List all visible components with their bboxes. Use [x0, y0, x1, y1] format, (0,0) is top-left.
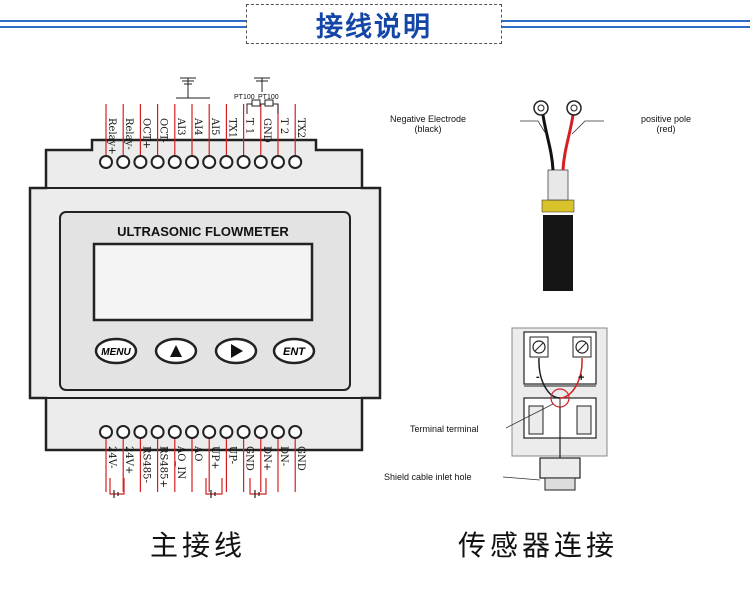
top-terminal-label: TX2: [295, 118, 306, 138]
ent-button[interactable]: ENT: [272, 337, 316, 365]
bottom-terminal-terminal: [253, 425, 268, 439]
ent-button-label: ENT: [283, 346, 306, 358]
bottom-terminal-terminal: [236, 425, 251, 439]
pt100-resistors: [246, 77, 279, 114]
sensor-body: [543, 215, 573, 291]
top-terminal-terminal: [116, 155, 131, 169]
top-terminal-label: OCT-: [158, 118, 169, 143]
right-arrow-icon: [231, 344, 243, 358]
top-terminal-terminal: [99, 155, 113, 169]
right-button[interactable]: [214, 337, 258, 365]
top-terminal-label: AI3: [175, 117, 186, 136]
top-terminal-terminal: [271, 155, 285, 169]
bottom-terminal-label: GND: [295, 446, 306, 471]
sensor-connection-caption: 传感器连接: [458, 529, 619, 562]
bottom-terminal-terminal: [116, 425, 131, 439]
top-terminal-label: Relay+: [106, 118, 117, 155]
top-terminal-label: GND: [261, 118, 272, 143]
negative-electrode-label: Negative Electrode: [390, 114, 466, 124]
bottom-terminal-label: AO: [192, 445, 203, 461]
bottom-terminal-label: DN+: [261, 446, 272, 471]
page-title: 接线说明: [246, 4, 502, 44]
lcd-screen: [92, 242, 314, 322]
bottom-terminal-label: 24V-: [106, 446, 117, 468]
bottom-terminal-terminal: [99, 425, 113, 439]
top-terminal-label: AI4: [192, 117, 203, 136]
bottom-terminal-terminal: [271, 425, 285, 439]
shield-label: Shield cable inlet hole: [384, 472, 472, 482]
bottom-terminal-label: DN-: [278, 446, 289, 466]
top-terminal-label: TX1: [226, 118, 237, 138]
terminal-label: Terminal terminal: [410, 424, 479, 434]
pt100-label-left: PT100: [234, 94, 255, 101]
pt100-label-right: PT100: [258, 94, 279, 101]
sensor-cable: [520, 100, 604, 291]
top-terminal-terminal: [167, 155, 182, 169]
top-terminal-terminal: [133, 155, 148, 169]
main-wiring-caption: 主接线: [150, 529, 247, 562]
negative-electrode-sub: (black): [414, 124, 441, 134]
bottom-terminal-terminal: [185, 425, 199, 439]
up-arrow-icon: [170, 345, 182, 357]
top-terminal-label: Relay-: [123, 118, 134, 150]
bottom-terminal-terminal: [288, 425, 303, 439]
positive-pole-label: positive pole: [641, 114, 691, 124]
bottom-terminal-label: 24V+: [123, 446, 134, 474]
sensor-yellow-band: [541, 199, 575, 213]
positive-pole-sub: (red): [656, 124, 675, 134]
bottom-terminal-label: GND: [244, 446, 255, 471]
terminal-plus: +: [578, 372, 584, 384]
top-terminal-terminal: [219, 155, 234, 169]
top-terminal-label: OCT+: [140, 118, 151, 149]
bottom-terminal-row: 24V- 24V+ RS485- RS485+ AO_IN AO UP+ UP- GND DN+ D…: [99, 425, 306, 492]
bottom-terminal-label: RS485-: [140, 446, 151, 483]
top-terminal-label: T 1: [244, 118, 255, 134]
bottom-terminal-terminal: [133, 425, 148, 439]
top-terminal-terminal: [253, 155, 268, 169]
top-terminal-row: Relay+ Relay- OCT+ OCT- AI3 AI4 AI5 TX1 T 1 GND T …: [99, 104, 306, 169]
top-terminal-terminal: [185, 155, 199, 169]
top-terminal-label: T 2: [278, 118, 289, 134]
up-button[interactable]: [154, 337, 198, 365]
sensor-sleeve: [547, 169, 569, 201]
bottom-terminal-terminal: [219, 425, 234, 439]
terminal-box: [502, 327, 608, 491]
menu-button[interactable]: MENU: [94, 337, 138, 365]
menu-button-label: MENU: [101, 347, 131, 358]
bottom-terminal-label: UP-: [226, 446, 237, 464]
terminal-minus: -: [536, 371, 540, 383]
top-terminal-label: AI5: [209, 117, 220, 136]
top-terminal-terminal: [150, 155, 165, 169]
supply-symbols: [109, 478, 267, 498]
bottom-terminal-label: AO_IN: [175, 445, 186, 479]
panel-title: ULTRASONIC FLOWMETER: [117, 224, 289, 239]
top-terminal-terminal: [202, 155, 217, 169]
bottom-terminal-label: RS485+: [158, 446, 169, 488]
bottom-terminal-label: UP+: [209, 446, 220, 470]
bottom-terminal-terminal: [150, 425, 165, 439]
bottom-terminal-terminal: [167, 425, 182, 439]
top-terminal-terminal: [236, 155, 251, 169]
bottom-terminal-terminal: [202, 425, 217, 439]
ai-ground-symbol: [176, 77, 210, 99]
top-terminal-terminal: [288, 155, 303, 169]
